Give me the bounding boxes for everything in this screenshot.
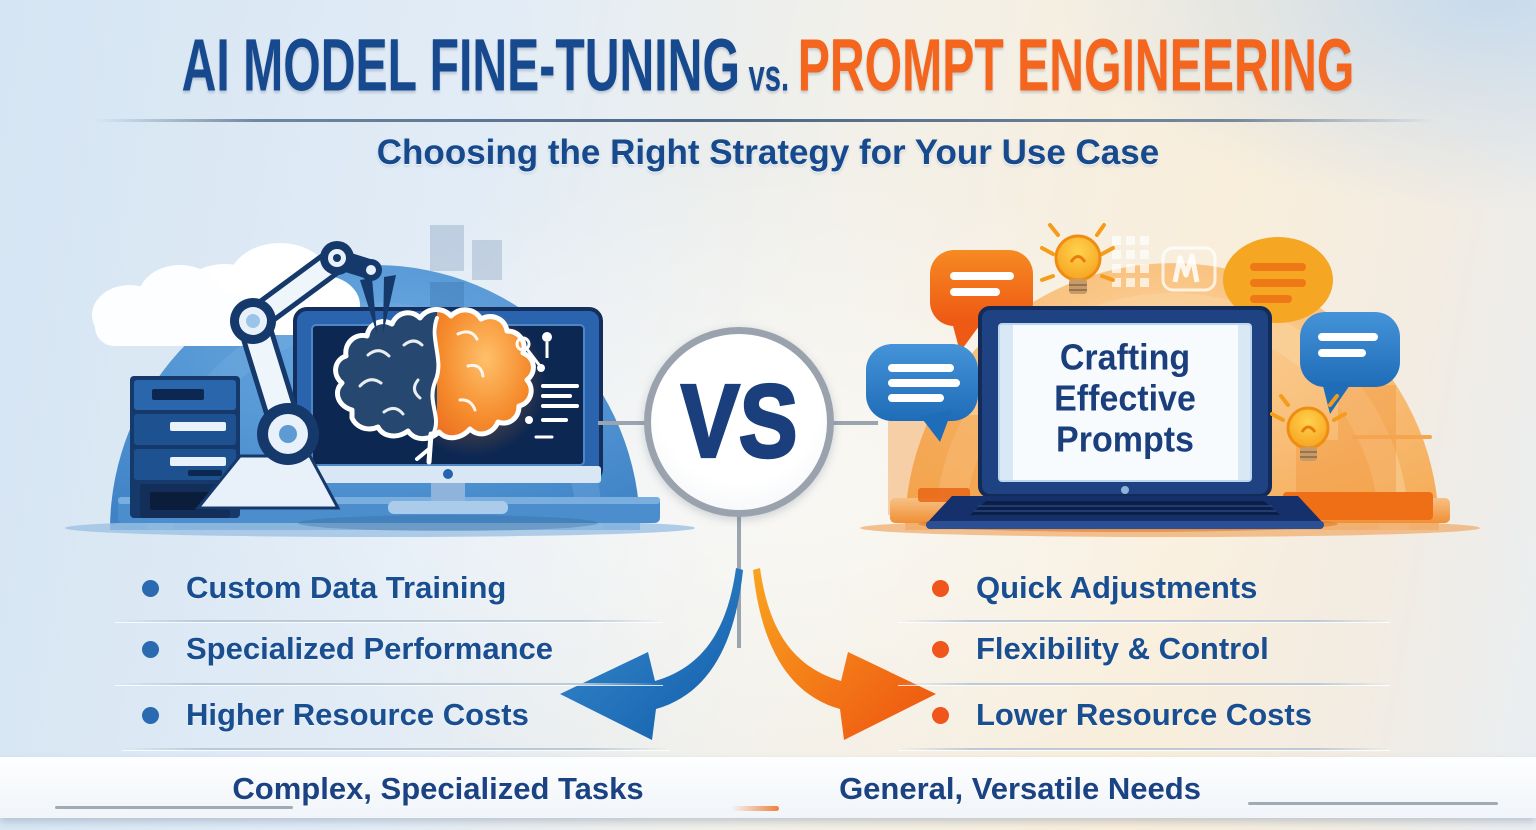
- lightbulb-icon: [1270, 394, 1347, 461]
- title-prompt-engineering: PROMPT ENGINEERING: [797, 23, 1355, 107]
- laptop-screen-text: Crafting Effective Prompts: [999, 338, 1251, 461]
- list-item: Specialized Performance: [142, 627, 553, 671]
- subtitle: Choosing the Right Strategy for Your Use…: [376, 133, 1160, 172]
- title-divider: [95, 119, 1435, 122]
- footer-orange-dash: [731, 806, 779, 811]
- bullet-dot: [932, 640, 949, 658]
- list-item: Quick Adjustments: [932, 566, 1257, 610]
- list-item-label: Specialized Performance: [186, 631, 553, 666]
- prompt-engineering-use-case-label: General, Versatile Needs: [839, 771, 1201, 806]
- dome-window-shapes: [430, 225, 502, 322]
- footer-step-line: [1248, 802, 1498, 805]
- dot-grid-icon: [1112, 236, 1149, 287]
- speech-bubble-icon: [866, 344, 978, 442]
- item-separator: [898, 683, 1390, 685]
- fine-tuning-use-case-label: Complex, Specialized Tasks: [232, 771, 644, 806]
- item-separator: [122, 748, 670, 750]
- versus-label: VS: [677, 363, 802, 480]
- bullet-dot: [932, 579, 949, 597]
- list-item: Higher Resource Costs: [142, 693, 529, 737]
- item-separator: [115, 683, 663, 685]
- laptop-screen-line: Effective: [1054, 379, 1196, 419]
- app-icon: [1161, 246, 1217, 292]
- title-vs-separator: vs.: [748, 50, 790, 101]
- bullet-dot: [142, 706, 159, 724]
- item-separator: [898, 620, 1390, 622]
- bullet-dot: [142, 579, 159, 597]
- fine-tuning-illustration: [65, 225, 695, 537]
- monitor-icon: [293, 307, 603, 531]
- lightbulb-icon: [1040, 223, 1115, 294]
- footer-step-line: [55, 806, 293, 809]
- list-item-label: Custom Data Training: [186, 570, 507, 605]
- left-ground-shadow: [65, 519, 695, 537]
- item-separator: [115, 620, 663, 622]
- list-item: Lower Resource Costs: [932, 693, 1312, 737]
- versus-badge: VS: [644, 327, 834, 517]
- laptop-icon: [918, 306, 1338, 532]
- laptop-screen-line: Prompts: [1056, 419, 1194, 460]
- bullet-dot: [932, 706, 949, 724]
- circuit-icon: [515, 332, 579, 439]
- cloud-icon: [92, 265, 261, 346]
- robot-arm-icon: [194, 241, 396, 510]
- orange-curved-arrow-icon: [753, 568, 936, 740]
- blue-curved-arrow-icon: [560, 568, 743, 740]
- prompt-engineering-illustration: [860, 223, 1480, 537]
- list-item: Custom Data Training: [142, 566, 506, 610]
- laptop-screen-line: Crafting: [1059, 338, 1191, 378]
- list-item-label: Higher Resource Costs: [186, 697, 529, 732]
- list-item: Flexibility & Control: [932, 627, 1269, 671]
- list-item-label: Lower Resource Costs: [976, 697, 1312, 732]
- list-item-label: Quick Adjustments: [976, 570, 1258, 605]
- bullet-dot: [142, 640, 159, 658]
- list-item-label: Flexibility & Control: [976, 631, 1269, 666]
- item-separator: [898, 748, 1390, 750]
- title-fine-tuning: AI MODEL FINE-TUNING: [181, 23, 740, 107]
